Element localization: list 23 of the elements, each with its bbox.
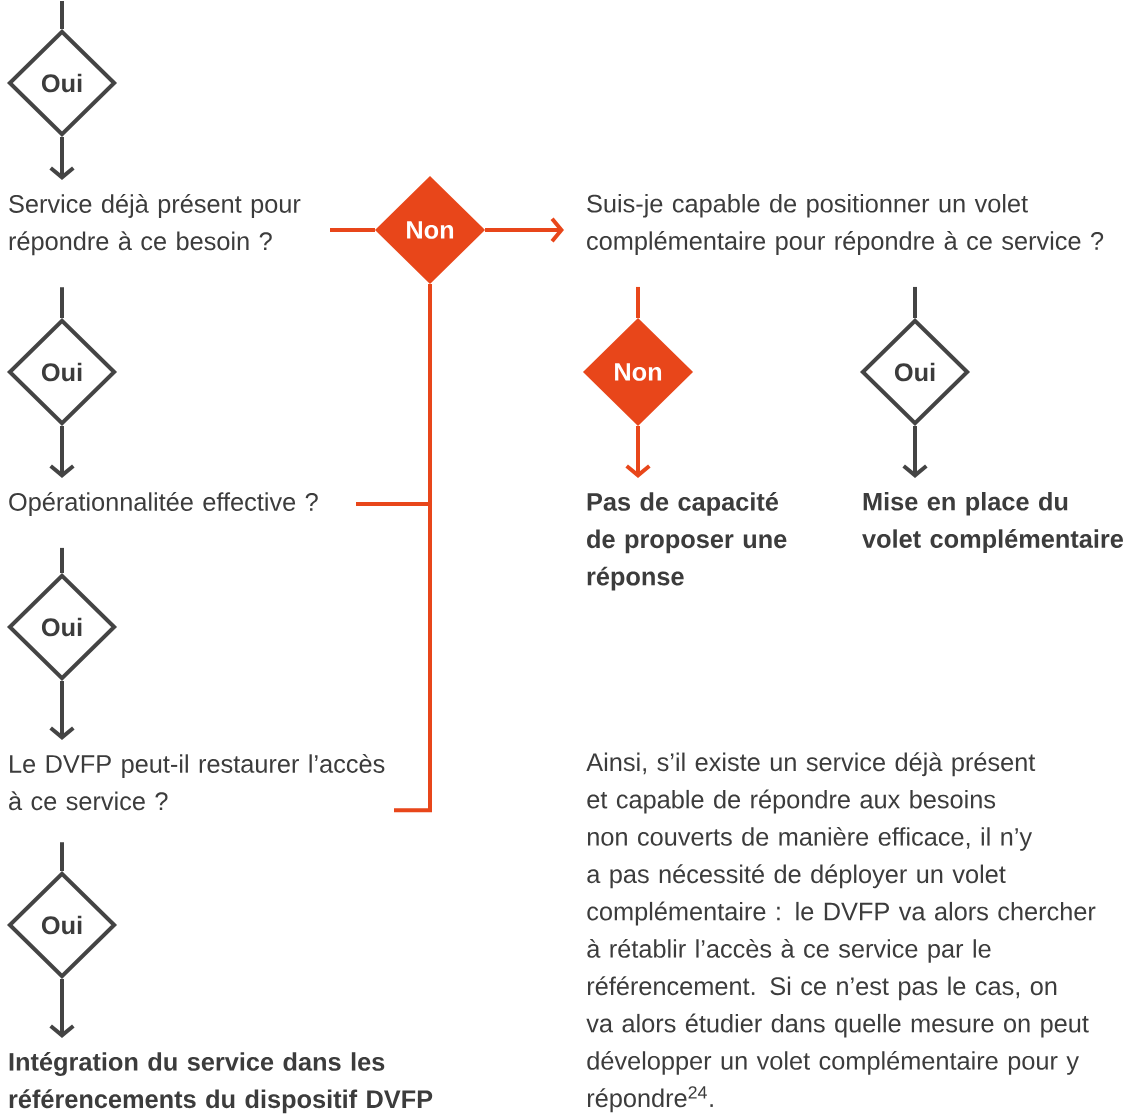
connector-line xyxy=(60,547,64,573)
arrow xyxy=(49,979,75,1038)
arrow xyxy=(902,426,928,478)
question-text: Service déjà présent pour répondre à ce besoin ? xyxy=(9,194,301,256)
arrow xyxy=(485,217,564,243)
arrow xyxy=(625,426,651,478)
connector-line xyxy=(636,286,640,318)
connector-line xyxy=(330,228,375,232)
connector-line xyxy=(60,1,64,29)
arrow xyxy=(49,681,75,740)
arrow xyxy=(49,137,75,180)
question-text: Le DVFP peut-il restaurer l’accès à ce service ? xyxy=(9,754,385,811)
arrow xyxy=(49,426,75,478)
question-text: Opérationnalitée effective ? xyxy=(9,492,318,516)
connector-line xyxy=(60,842,64,871)
connector-line xyxy=(913,286,917,318)
connector-line xyxy=(394,284,432,813)
connector-line xyxy=(60,287,64,318)
outcome-text: Intégration du service dans les référencements du dispositif DVFP xyxy=(9,1052,433,1114)
outcome-text: Mise en place du volet complémentaire xyxy=(862,492,1123,553)
paragraph: Ainsi, s’il existe un service déjà présent et capable de répondre aux besoins non couverts de manière efficace, il n’y a pas nécessité de déployer un volet complémentaire : le DVFP va alors chercher à rétablir l’accès à ce service par le référencement. Si ce n’est pas le cas, on va alors étudier dans quelle mesure on peut développer un volet complémentaire pour y répondre$^{24}$. xyxy=(586,752,1096,1113)
question-text: Suis-je capable de positionner un volet complémentaire pour répondre à ce service ? xyxy=(587,194,1104,255)
outcome-text: Pas de capacité de proposer une réponse xyxy=(587,492,787,591)
